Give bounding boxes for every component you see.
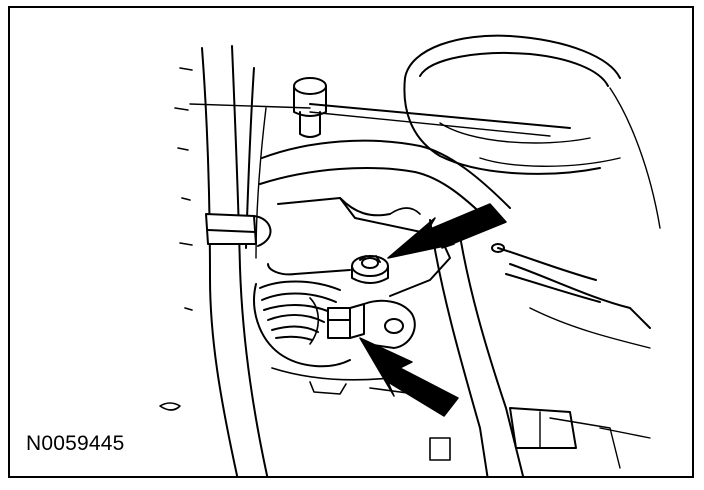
ground-bolt	[351, 255, 389, 284]
reservoir-dome	[403, 34, 661, 229]
wiring-harness	[253, 280, 351, 368]
lower-arrow	[359, 337, 459, 417]
left-edge-lines	[159, 67, 193, 411]
upper-pipes	[189, 103, 571, 221]
lower-mid-details	[271, 367, 451, 461]
engine-bay-illustration	[159, 34, 661, 476]
illustration-frame: N0059445	[8, 6, 694, 478]
connector-tab	[327, 303, 365, 339]
figure-id-label: N0059445	[26, 432, 125, 455]
upper-arrow	[387, 203, 507, 259]
ground-eyelet	[363, 299, 416, 349]
lower-right-components	[509, 263, 651, 469]
hose-clamp	[205, 213, 272, 247]
vertical-hose	[201, 45, 269, 476]
sensor-post	[293, 77, 327, 138]
